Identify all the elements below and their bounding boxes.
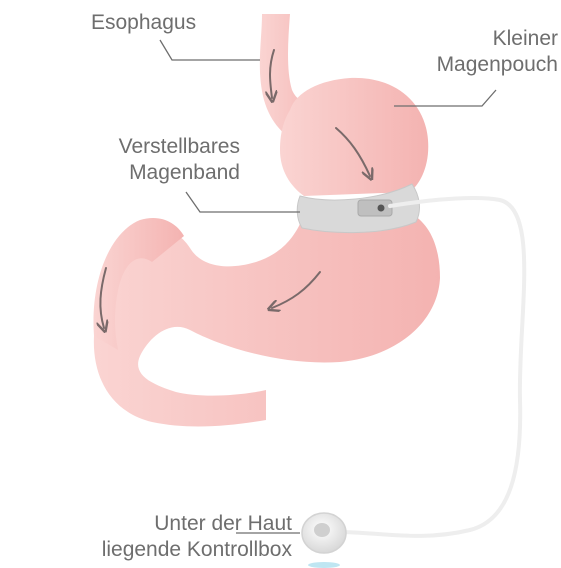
label-esophagus-text: Esophagus — [91, 10, 196, 36]
label-gastric-band: Verstellbares Magenband — [104, 134, 240, 186]
label-pouch-line2: Magenpouch — [413, 52, 558, 78]
port-icon — [302, 513, 346, 568]
small-pouch — [280, 78, 428, 196]
label-small-pouch: Kleiner Magenpouch — [413, 26, 558, 78]
band-connector-icon — [358, 200, 392, 216]
label-esophagus: Esophagus — [91, 10, 196, 36]
leader-line-esophagus — [160, 40, 260, 60]
label-band-line2: Magenband — [104, 160, 240, 186]
label-band-line1: Verstellbares — [104, 134, 240, 160]
label-box-line2: liegende Kontrollbox — [0, 537, 292, 563]
label-control-box: Unter der Haut liegende Kontrollbox — [0, 511, 292, 563]
leader-line-band — [186, 192, 300, 212]
label-box-line1: Unter der Haut — [0, 511, 292, 537]
label-pouch-line1: Kleiner — [413, 26, 558, 52]
